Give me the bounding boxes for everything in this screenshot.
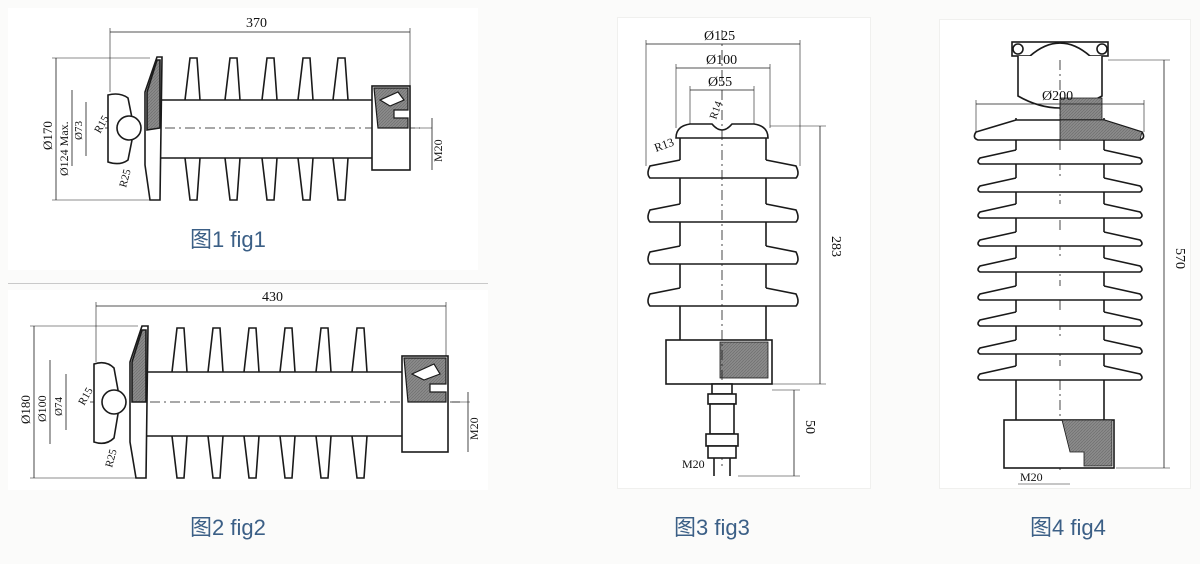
- fig3-d55-dim: Ø55: [708, 75, 732, 90]
- fig4-caption: 图4 fig4: [1030, 515, 1106, 540]
- fig2-inner-diameter-dim: Ø74: [53, 397, 65, 416]
- fig3-stud-length-dim: 50: [802, 420, 817, 434]
- fig2-large-radius-dim: R25: [103, 447, 119, 468]
- fig2-thread-dim: M20: [467, 417, 481, 440]
- fig1-length-dim: 370: [246, 16, 267, 31]
- fig3-d100-dim: Ø100: [706, 53, 737, 68]
- fig3-caption: 图3 fig3: [674, 515, 750, 540]
- fig4-shed-diameter-dim: Ø200: [1042, 89, 1073, 104]
- fig1-thread-dim: M20: [431, 139, 445, 162]
- fig1-outer-diameter-dim: Ø170: [40, 121, 55, 150]
- fig1-large-radius-dim: R25: [117, 167, 133, 188]
- fig3-top-radius-dim: R13: [652, 135, 676, 155]
- fig4-height-dim: 570: [1172, 248, 1187, 269]
- fig2-length-dim: 430: [262, 290, 283, 305]
- fig3-d125-dim: Ø125: [704, 29, 735, 44]
- fig3-height-dim: 283: [828, 236, 843, 257]
- fig1-inner-diameter-dim: Ø73: [73, 121, 85, 140]
- fig3-thread-dim: M20: [682, 457, 705, 471]
- fig1-fig2-separator: [8, 283, 488, 284]
- fig2-mid-diameter-dim: Ø100: [35, 395, 49, 422]
- fig1-max-diameter-dim: Ø124 Max.: [57, 121, 71, 176]
- fig2-caption: 图2 fig2: [190, 515, 266, 540]
- fig4-thread-dim: M20: [1020, 470, 1043, 484]
- fig1-caption: 图1 fig1: [190, 227, 266, 252]
- fig2-outer-diameter-dim: Ø180: [18, 395, 33, 424]
